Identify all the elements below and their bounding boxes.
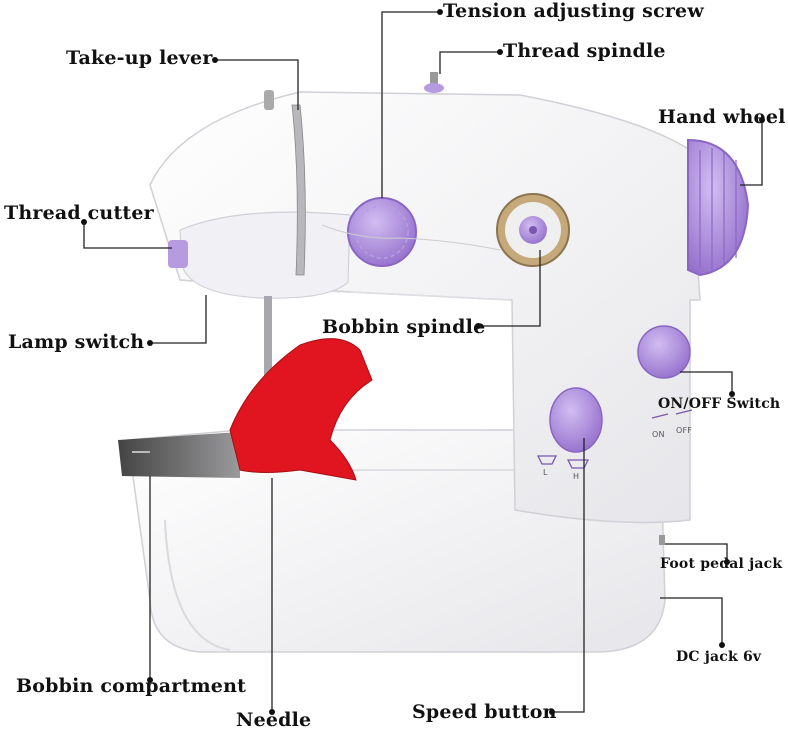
label-thread-spindle: Thread spindle <box>503 40 666 62</box>
label-hand-wheel: Hand wheel <box>658 106 786 128</box>
bobbin-compartment-plate <box>118 432 240 478</box>
low-mark: L <box>543 468 548 477</box>
foot-pedal-socket <box>659 535 665 545</box>
label-thread-cutter: Thread cutter <box>4 202 154 224</box>
on-mark: ON <box>652 430 665 439</box>
label-bobbin-spindle: Bobbin spindle <box>322 316 486 338</box>
label-on-off-switch: ON/OFF Switch <box>658 396 781 412</box>
lamp-housing <box>179 211 351 299</box>
label-tension-adjusting-screw: Tension adjusting screw <box>443 0 704 22</box>
label-speed-button: Speed button <box>412 701 557 723</box>
leader-lines <box>83 11 763 713</box>
bobbin-spindle-disc <box>496 193 570 267</box>
label-foot-pedal-jack: Foot pedal jack <box>660 556 783 572</box>
label-take-up-lever: Take-up lever <box>66 47 213 69</box>
tension-knob <box>347 197 417 267</box>
speed-button-knob <box>549 387 603 453</box>
on-off-switch <box>637 325 691 379</box>
thread-spindle <box>424 72 444 93</box>
leader-dots <box>81 9 765 715</box>
label-bobbin-compartment: Bobbin compartment <box>16 675 247 697</box>
take-up-lever <box>291 104 306 276</box>
on-off-marks <box>651 409 693 419</box>
high-mark: H <box>573 472 580 481</box>
thread-cutter <box>168 240 188 268</box>
hand-wheel <box>687 138 750 277</box>
label-lamp-switch: Lamp switch <box>8 331 145 353</box>
label-needle: Needle <box>236 709 312 730</box>
label-dc-jack: DC jack 6v <box>676 649 762 665</box>
red-fabric <box>229 338 373 481</box>
off-mark: OFF <box>676 426 693 435</box>
